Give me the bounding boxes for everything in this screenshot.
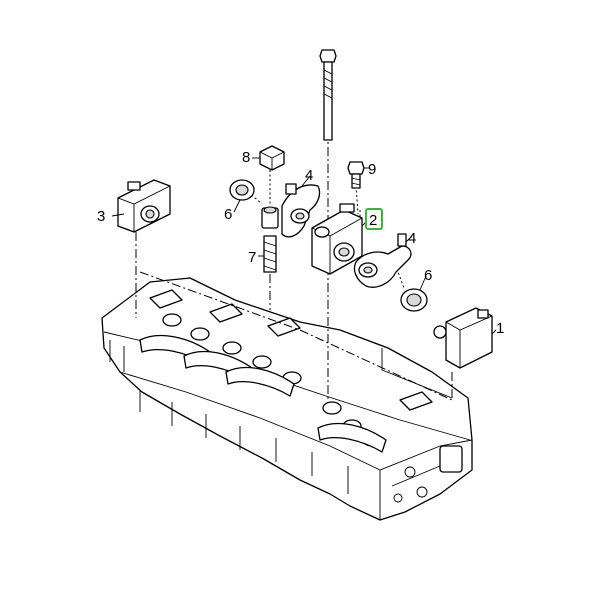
leader-lines [111,157,497,335]
callout-9: 9 [368,161,376,178]
callout-2: 2 [369,212,377,229]
callout-3: 3 [97,208,105,225]
rocker-arm-part-4-lower [353,233,412,288]
callout-4-upper: 4 [305,167,313,184]
callout-1: 1 [496,320,504,337]
callout-8: 8 [242,149,250,166]
bracket-part-1 [433,307,493,369]
callout-4-lower: 4 [408,230,416,247]
bracket-part-3 [117,179,171,233]
callout-6-lower: 6 [424,267,432,284]
bracket-part-2 [311,203,363,275]
callout-6-upper: 6 [224,206,232,223]
callout-7: 7 [248,249,256,266]
callout-2-highlight-box [365,208,383,230]
rocker-arm-part-4-upper [281,183,321,238]
valve-springs [139,289,433,453]
callout-labels: 3 8 4 9 6 7 2 4 6 1 [97,149,504,337]
stud-part-7 [261,206,279,273]
cylinder-head [101,277,473,521]
washer-part-6-upper [229,179,255,201]
washer-part-6-lower [400,288,428,312]
long-bolt [319,49,337,141]
bolt-part-9 [347,161,365,189]
nut-part-8 [259,145,285,171]
